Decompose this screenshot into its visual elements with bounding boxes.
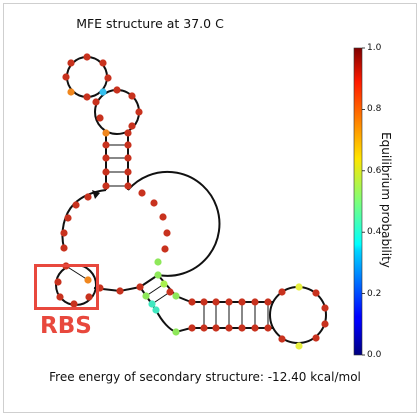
- nucleotide: [200, 298, 208, 306]
- nucleotide: [84, 193, 92, 201]
- nucleotide: [166, 288, 174, 296]
- nucleotide: [62, 73, 70, 81]
- nucleotide: [321, 320, 329, 328]
- nucleotide: [251, 298, 259, 306]
- nucleotide: [225, 298, 233, 306]
- nucleotide: [92, 98, 100, 106]
- nucleotide: [225, 324, 233, 332]
- nucleotide: [295, 342, 303, 350]
- nucleotide: [152, 306, 160, 314]
- nucleotide: [138, 189, 146, 197]
- nucleotide: [172, 328, 180, 336]
- nucleotide: [160, 280, 168, 288]
- nucleotide: [84, 276, 92, 284]
- nucleotide: [278, 288, 286, 296]
- nucleotide: [102, 129, 110, 137]
- nucleotide: [83, 53, 91, 61]
- nucleotide: [295, 283, 303, 291]
- nucleotide: [172, 292, 180, 300]
- nucleotide: [64, 214, 72, 222]
- nucleotide: [124, 141, 132, 149]
- nucleotide: [264, 324, 272, 332]
- nucleotide: [54, 278, 62, 286]
- nucleotide: [128, 92, 136, 100]
- nucleotide: [135, 108, 143, 116]
- rbs-highlight-box: [34, 264, 99, 310]
- nucleotide: [150, 199, 158, 207]
- nucleotide: [161, 245, 169, 253]
- central-multiloop: [127, 170, 221, 277]
- nucleotide: [60, 244, 68, 252]
- nucleotide: [102, 141, 110, 149]
- nucleotides: [54, 53, 329, 350]
- nucleotide: [124, 154, 132, 162]
- nucleotide: [85, 293, 93, 301]
- nucleotide: [56, 293, 64, 301]
- free-energy-caption: Free energy of secondary structure: -12.…: [49, 370, 361, 384]
- nucleotide: [154, 271, 162, 279]
- nucleotide: [212, 324, 220, 332]
- nucleotide: [99, 59, 107, 67]
- nucleotide: [148, 300, 156, 308]
- nucleotide: [72, 201, 80, 209]
- nucleotide: [159, 213, 167, 221]
- nucleotide: [188, 324, 196, 332]
- nucleotide: [264, 298, 272, 306]
- nucleotide: [154, 258, 162, 266]
- colorbar-tick: 0.6: [367, 166, 382, 176]
- nucleotide: [124, 168, 132, 176]
- nucleotide: [104, 74, 112, 82]
- nucleotide: [67, 88, 75, 96]
- nucleotide: [70, 300, 78, 308]
- nucleotide: [142, 292, 150, 300]
- colorbar-tick: 0.2: [367, 289, 382, 299]
- plot-frame: [3, 3, 417, 413]
- colorbar-tick: 0.8: [367, 104, 382, 114]
- colorbar-tick: 1.0: [367, 43, 382, 53]
- nucleotide: [321, 304, 329, 312]
- nucleotide: [113, 86, 121, 94]
- nucleotide: [67, 59, 75, 67]
- nucleotide: [238, 324, 246, 332]
- nucleotide: [99, 88, 107, 96]
- nucleotide: [212, 298, 220, 306]
- nucleotide: [238, 298, 246, 306]
- base-pairs: [65, 144, 269, 328]
- nucleotide: [188, 298, 196, 306]
- nucleotide: [124, 129, 132, 137]
- nucleotide: [102, 168, 110, 176]
- rbs-label: RBS: [40, 313, 92, 339]
- colorbar-ticks: [362, 47, 365, 356]
- nucleotide: [312, 289, 320, 297]
- nucleotide: [278, 335, 286, 343]
- nucleotide: [200, 324, 208, 332]
- nucleotide: [102, 182, 110, 190]
- nucleotide: [251, 324, 259, 332]
- nucleotide: [102, 154, 110, 162]
- nucleotide: [312, 334, 320, 342]
- nucleotide: [96, 114, 104, 122]
- nucleotide: [163, 229, 171, 237]
- start-arrow-icon: [92, 190, 100, 199]
- nucleotide: [116, 287, 124, 295]
- colorbar-tick: 0.4: [367, 227, 382, 237]
- colorbar-label: Equilibrium probability: [379, 132, 393, 268]
- nucleotide: [124, 182, 132, 190]
- colorbar-tick: 0.0: [367, 350, 382, 360]
- nucleotide: [128, 122, 136, 130]
- figure-title: MFE structure at 37.0 C: [76, 16, 224, 31]
- colorbar: [353, 47, 363, 356]
- nucleotide: [60, 229, 68, 237]
- nucleotide: [136, 283, 144, 291]
- nucleotide: [83, 93, 91, 101]
